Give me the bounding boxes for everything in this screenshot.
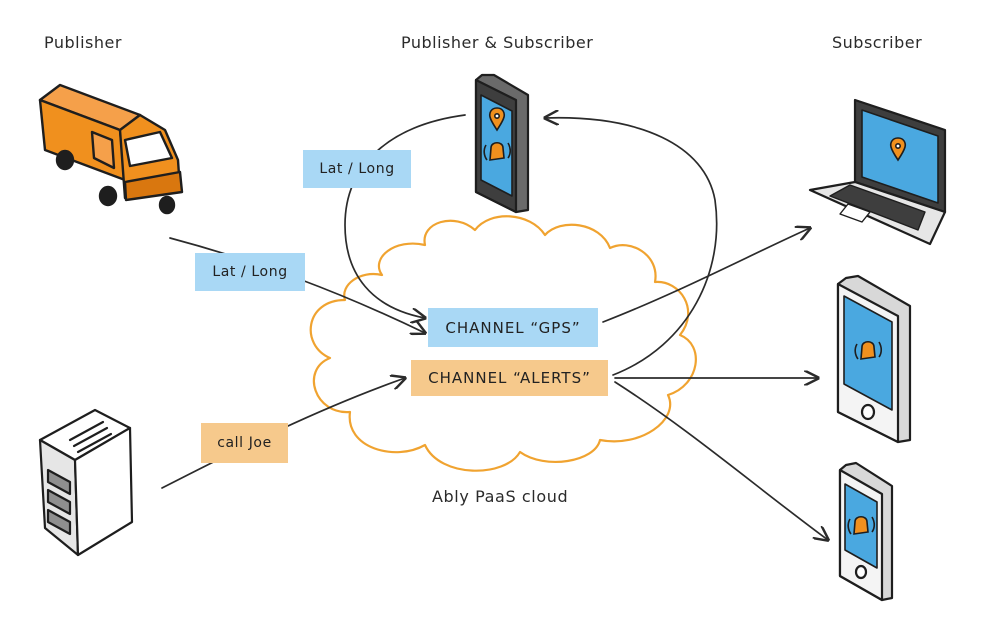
cloud-shape: [309, 215, 697, 472]
alert-bell-icon: [847, 515, 876, 535]
heading-publisher-subscriber: Publisher & Subscriber: [401, 33, 594, 52]
arrow-phone-to-gps: [344, 114, 466, 318]
heading-subscriber: Subscriber: [832, 33, 923, 52]
channel-gps: CHANNEL “GPS”: [428, 308, 598, 347]
heading-publisher: Publisher: [44, 33, 122, 52]
channel-alerts: CHANNEL “ALERTS”: [411, 360, 608, 396]
arrow-alerts-to-phone: [545, 118, 718, 376]
label-server-call: call Joe: [201, 423, 288, 463]
tablet-icon: [836, 274, 912, 444]
arrow-gps-to-laptop: [602, 228, 810, 323]
location-pin-icon: [889, 137, 907, 162]
phone-icon: [474, 73, 530, 214]
location-pin-icon: [488, 107, 506, 132]
arrow-alerts-to-phone-small: [614, 381, 828, 540]
alert-bell-icon: [483, 141, 512, 161]
label-van-latlong: Lat / Long: [195, 253, 305, 291]
van-icon: [38, 83, 184, 215]
laptop-icon: [808, 98, 947, 246]
label-phone-latlong: Lat / Long: [303, 150, 411, 188]
server-icon: [38, 408, 134, 557]
alert-bell-icon: [854, 340, 883, 360]
cloud-label: Ably PaaS cloud: [432, 487, 569, 506]
